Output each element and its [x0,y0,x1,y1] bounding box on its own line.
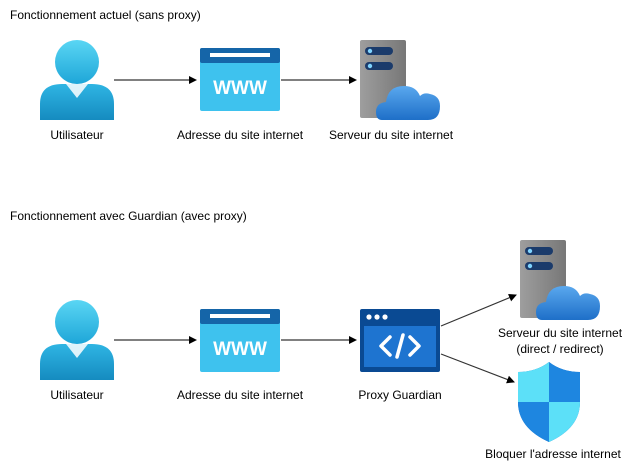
code-window-icon [360,309,440,372]
section-title-current: Fonctionnement actuel (sans proxy) [10,8,201,22]
node-label-www: Adresse du site internet [176,388,304,402]
user-icon [40,300,114,380]
cloud-server-icon [520,240,600,320]
www-icon-text: WWW [213,78,267,99]
section-title-guardian: Fonctionnement avec Guardian (avec proxy… [10,209,247,223]
www-browser-icon: WWW [200,48,280,111]
www-browser-icon: WWW [200,309,280,372]
node-label-server: Serveur du site internet [497,326,623,340]
edge-proxy-server [440,293,517,327]
node-sublabel-server: (direct / redirect) [516,342,604,356]
node-label-proxy: Proxy Guardian [358,388,442,402]
user-icon [40,40,114,120]
node-label-user: Utilisateur [50,388,104,402]
cloud-server-icon [360,40,440,120]
node-label-block: Bloquer l'adresse internet [485,447,621,461]
node-label-server: Serveur du site internet [328,128,454,142]
shield-icon [518,362,580,442]
www-icon-text: WWW [213,339,267,360]
node-label-user: Utilisateur [50,128,104,142]
edge-proxy-block [440,353,515,384]
node-label-www: Adresse du site internet [176,128,304,142]
